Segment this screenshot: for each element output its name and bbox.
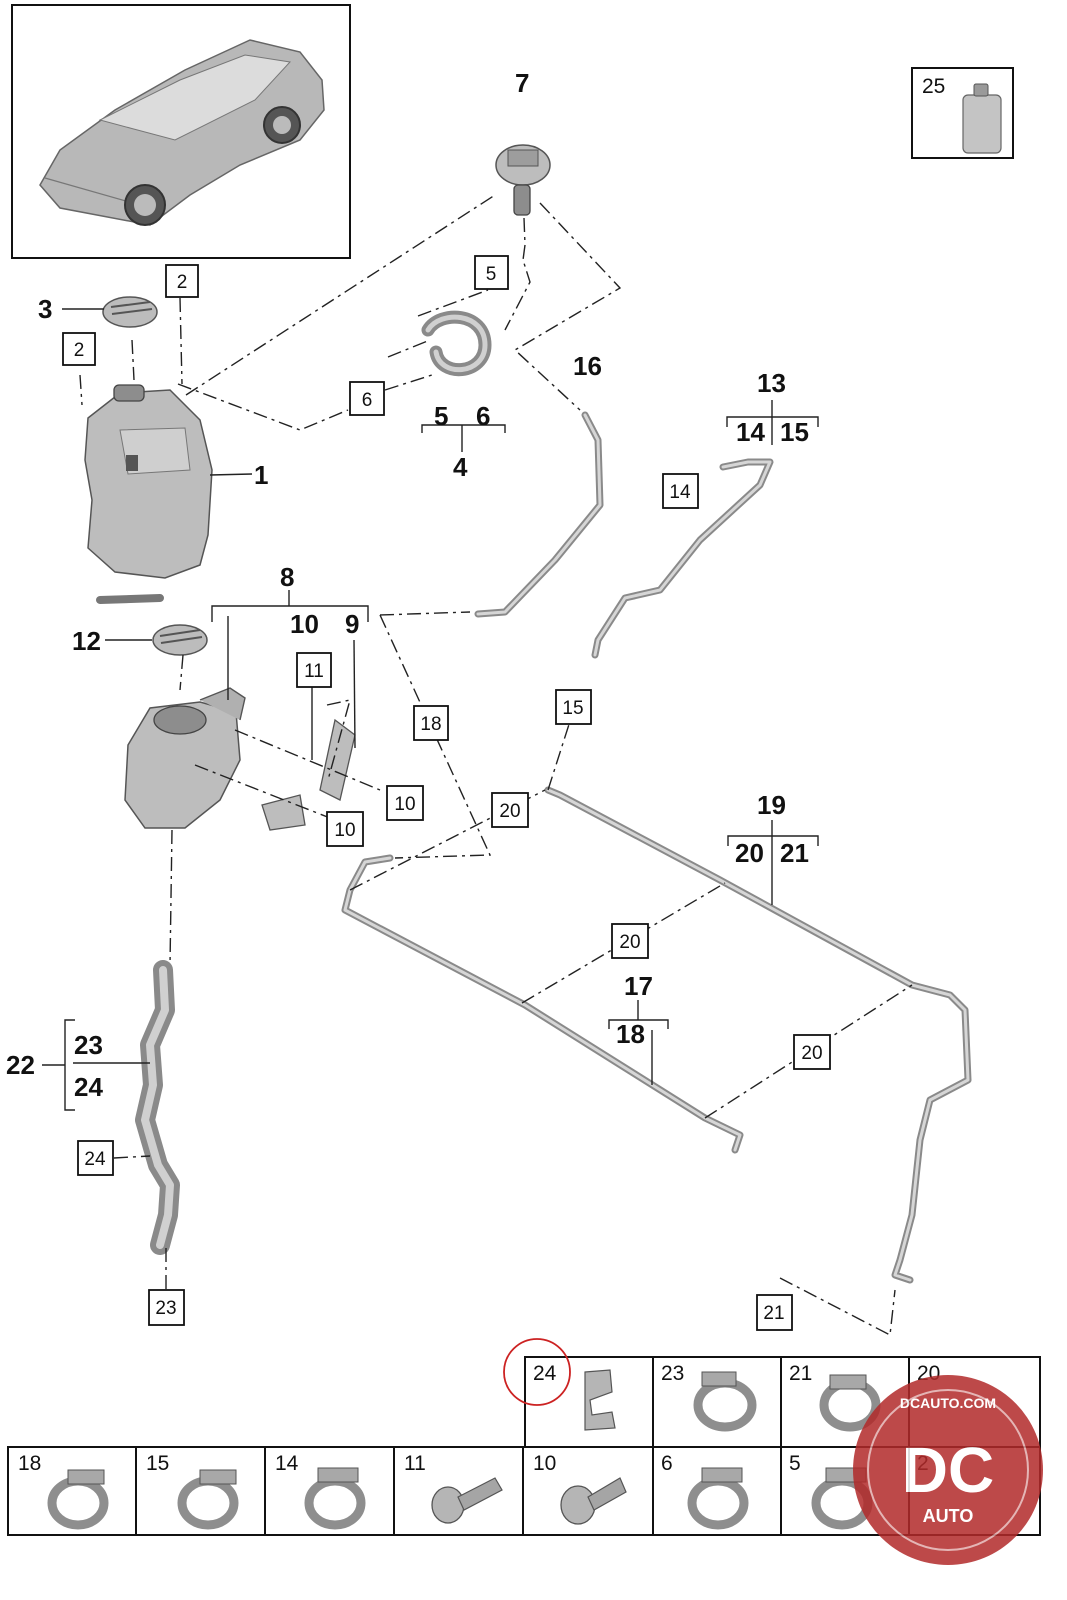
inset-item-25: 25	[911, 67, 1014, 159]
callout-17: 17	[624, 971, 653, 1001]
hose-clamp-image	[47, 1469, 109, 1530]
callout-9: 9	[345, 609, 359, 639]
callout-4: 4	[453, 452, 468, 482]
callout-1: 1	[254, 460, 268, 490]
svg-text:10: 10	[394, 794, 415, 815]
svg-text:2: 2	[177, 272, 188, 293]
boxed-labels: 2 2 5 6 11 10 10 18 14 15 20 20 20 24 23…	[62, 255, 831, 1331]
callout-16: 16	[573, 351, 602, 381]
coolant-pipes	[135, 411, 972, 1284]
boxed-label-6: 6	[349, 381, 385, 416]
hardware-cell-label: 11	[404, 1452, 426, 1475]
reservoir-cap-3	[102, 296, 158, 328]
svg-text:20: 20	[619, 932, 640, 953]
inset-label: 25	[922, 75, 945, 98]
hardware-cell-label: 6	[661, 1452, 673, 1475]
hardware-cell-label: 24	[533, 1362, 557, 1385]
boxed-label-15: 15	[555, 689, 592, 725]
boxed-label-20b: 20	[611, 923, 649, 959]
callout-22: 22	[6, 1050, 35, 1080]
hardware-cell-label: 5	[789, 1452, 801, 1475]
boxed-label-11: 11	[296, 652, 332, 688]
boxed-label-20a: 20	[491, 792, 529, 828]
callout-18: 18	[616, 1019, 645, 1049]
thermostat-valve-7	[495, 144, 551, 216]
svg-text:20: 20	[801, 1043, 822, 1064]
svg-text:23: 23	[155, 1298, 176, 1319]
callout-23: 23	[74, 1030, 103, 1060]
callout-19: 19	[757, 790, 786, 820]
boxed-label-24: 24	[77, 1140, 114, 1176]
callout-3: 3	[38, 294, 52, 324]
svg-text:21: 21	[763, 1303, 784, 1324]
svg-text:6: 6	[362, 390, 373, 411]
filler-cap-12	[152, 624, 208, 656]
watermark-mark: DC	[902, 1434, 994, 1506]
watermark-bottom: AUTO	[923, 1506, 974, 1526]
boxed-label-14: 14	[662, 473, 699, 509]
svg-text:5: 5	[486, 264, 497, 285]
svg-text:10: 10	[334, 820, 355, 841]
svg-text:18: 18	[420, 714, 441, 735]
expansion-tank-8	[124, 687, 246, 829]
callout-8: 8	[280, 562, 294, 592]
callout-leaders	[42, 308, 819, 1111]
boxed-label-5: 5	[474, 255, 509, 290]
hose-clamp-image	[687, 1467, 749, 1530]
callout-5: 5	[434, 401, 448, 431]
svg-text:14: 14	[669, 482, 691, 503]
hardware-cell-label: 21	[789, 1362, 812, 1385]
callout-10: 10	[290, 609, 319, 639]
svg-text:20: 20	[499, 801, 520, 822]
callout-13: 13	[757, 368, 786, 398]
hardware-cell-label: 10	[533, 1452, 556, 1475]
callout-6: 6	[476, 401, 490, 431]
boxed-label-20c: 20	[793, 1034, 831, 1070]
boxed-label-23: 23	[148, 1289, 185, 1326]
bolt-image	[431, 1477, 503, 1524]
hardware-cell-label: 15	[146, 1452, 169, 1475]
callout-20: 20	[735, 838, 764, 868]
hose-clamp-image	[304, 1467, 366, 1530]
boxed-label-21: 21	[756, 1294, 793, 1331]
spring-clip-image	[584, 1369, 616, 1431]
boxed-label-2a: 2	[165, 264, 199, 298]
watermark-top: DCAUTO.COM	[900, 1395, 996, 1411]
boxed-label-2b: 2	[62, 332, 96, 366]
callout-24: 24	[74, 1072, 103, 1102]
svg-text:15: 15	[562, 698, 583, 719]
hose-clamp-image	[177, 1469, 239, 1530]
svg-text:24: 24	[84, 1149, 106, 1170]
boxed-label-10b: 10	[326, 811, 364, 847]
hose-clamp-image	[693, 1371, 757, 1432]
svg-text:11: 11	[304, 661, 324, 682]
fluid-bottle-image	[962, 83, 1002, 154]
callout-21: 21	[780, 838, 809, 868]
hose-4	[421, 310, 492, 377]
bracket-9	[261, 718, 356, 831]
car-image	[39, 39, 325, 226]
callout-12: 12	[72, 626, 101, 656]
highlight-circle	[503, 1338, 571, 1406]
dcauto-watermark-logo: DCAUTO.COM DC AUTO	[853, 1375, 1043, 1565]
callout-numbers: 3 1 7 5 6 4 16 13 14 15 8 10 9 12 19 20 …	[6, 68, 809, 1102]
hose-clamp-image	[819, 1374, 881, 1432]
coolant-reservoir	[84, 384, 213, 604]
svg-text:2: 2	[74, 340, 85, 361]
hardware-cell-label: 14	[275, 1452, 299, 1475]
bolt-image	[560, 1477, 627, 1525]
callout-7: 7	[515, 68, 529, 98]
hardware-cell-label: 23	[661, 1362, 684, 1385]
hardware-cell-label: 18	[18, 1452, 41, 1475]
callout-15: 15	[780, 417, 809, 447]
callout-14: 14	[736, 417, 765, 447]
vehicle-inset	[11, 4, 351, 259]
boxed-label-10a: 10	[386, 785, 424, 821]
boxed-label-18: 18	[413, 705, 449, 741]
